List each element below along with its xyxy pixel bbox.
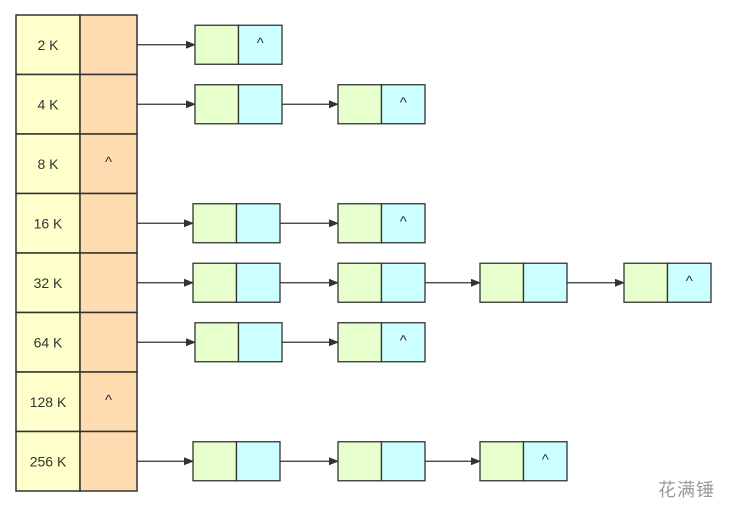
watermark: 花满锤	[658, 480, 715, 501]
null-pointer-symbol: ^	[105, 392, 112, 409]
node-data-field	[194, 84, 240, 125]
list-node: ^	[194, 24, 283, 65]
size-cell	[15, 73, 81, 135]
head-pointer-cell	[79, 430, 138, 492]
head-pointer-cell	[79, 311, 138, 373]
node-next-field	[380, 322, 426, 363]
node-data-field	[337, 203, 383, 244]
size-label: 2 K	[37, 37, 59, 53]
list-node	[192, 441, 281, 482]
node-next-field	[235, 441, 281, 482]
null-pointer-symbol: ^	[400, 332, 407, 349]
node-next-field	[237, 322, 283, 363]
list-node	[479, 262, 568, 303]
node-data-field	[192, 441, 238, 482]
node-next-field	[237, 24, 283, 65]
null-pointer-symbol: ^	[400, 94, 407, 111]
null-pointer-symbol: ^	[257, 35, 264, 52]
node-data-field	[623, 262, 669, 303]
linked-list: ^	[137, 262, 712, 303]
list-node	[194, 322, 283, 363]
size-label: 4 K	[37, 96, 59, 112]
node-next-field	[380, 84, 426, 125]
table-row: 32 K	[15, 252, 138, 314]
node-data-field	[192, 203, 238, 244]
list-node	[337, 262, 426, 303]
list-node	[192, 262, 281, 303]
node-data-field	[194, 322, 240, 363]
head-pointer-cell	[79, 252, 138, 314]
list-node	[337, 441, 426, 482]
table-row: 64 K	[15, 311, 138, 373]
node-next-field	[380, 203, 426, 244]
node-data-field	[194, 24, 240, 65]
linked-lists: ^ ^ ^ ^ ^ ^	[137, 24, 712, 482]
size-table: 2 K 4 K 8 K ^ 16 K 32 K 64 K 128 K ^ 256 K	[15, 14, 138, 492]
size-label: 256 K	[30, 453, 67, 469]
node-data-field	[192, 262, 238, 303]
node-next-field	[666, 262, 712, 303]
size-label: 64 K	[34, 334, 63, 350]
size-cell	[15, 371, 81, 433]
list-node	[192, 203, 281, 244]
linked-list: ^	[137, 322, 426, 363]
list-node: ^	[337, 322, 426, 363]
node-next-field	[380, 441, 426, 482]
size-cell	[15, 430, 81, 492]
size-label: 16 K	[34, 215, 63, 231]
size-label: 8 K	[37, 156, 59, 172]
table-row: 2 K	[15, 14, 138, 76]
table-row: 256 K	[15, 430, 138, 492]
node-next-field	[380, 262, 426, 303]
list-node: ^	[337, 84, 426, 125]
node-data-field	[479, 441, 525, 482]
head-pointer-cell	[79, 192, 138, 254]
null-pointer-symbol: ^	[686, 273, 693, 290]
linked-list: ^	[137, 203, 426, 244]
node-data-field	[337, 84, 383, 125]
null-pointer-symbol: ^	[400, 213, 407, 230]
list-node: ^	[337, 203, 426, 244]
list-node: ^	[623, 262, 712, 303]
table-row: 128 K ^	[15, 371, 138, 433]
node-data-field	[337, 441, 383, 482]
linked-list: ^	[137, 441, 568, 482]
head-pointer-cell	[79, 73, 138, 135]
node-data-field	[337, 322, 383, 363]
node-next-field	[235, 262, 281, 303]
null-pointer-symbol: ^	[542, 451, 549, 468]
linked-list: ^	[137, 84, 426, 125]
size-cell	[15, 14, 81, 76]
size-cell	[15, 252, 81, 314]
table-row: 4 K	[15, 73, 138, 135]
node-next-field	[237, 84, 283, 125]
size-label: 128 K	[30, 394, 67, 410]
head-pointer-cell	[79, 133, 138, 195]
list-node: ^	[479, 441, 568, 482]
list-node	[194, 84, 283, 125]
table-row: 8 K ^	[15, 133, 138, 195]
node-data-field	[479, 262, 525, 303]
table-row: 16 K	[15, 192, 138, 254]
size-label: 32 K	[34, 275, 63, 291]
node-next-field	[235, 203, 281, 244]
node-next-field	[522, 262, 568, 303]
null-pointer-symbol: ^	[105, 154, 112, 171]
head-pointer-cell	[79, 14, 138, 76]
node-data-field	[337, 262, 383, 303]
linked-list: ^	[137, 24, 283, 65]
node-next-field	[522, 441, 568, 482]
